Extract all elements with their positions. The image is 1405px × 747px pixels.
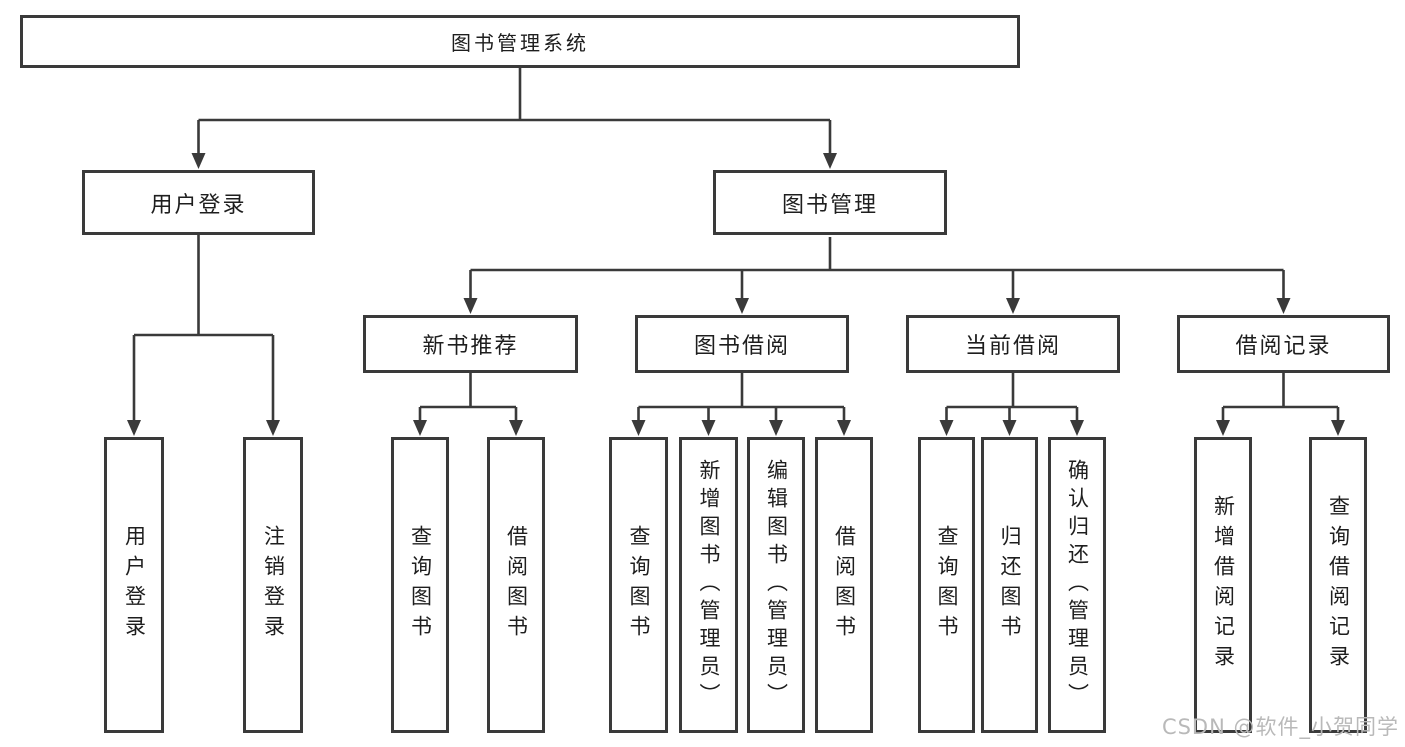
leaf-borrow-books-1: 借阅图书 [487,437,545,733]
node-label: 查询借阅记录 [1326,495,1351,675]
leaf-query-books-3: 查询图书 [918,437,975,733]
node-label: 注销登录 [261,525,286,645]
arrowhead [1216,420,1230,436]
node-current-borrowing: 当前借阅 [906,315,1120,373]
arrowhead [1070,420,1084,436]
node-label: 借阅图书 [832,525,857,645]
leaf-borrow-books-2: 借阅图书 [815,437,873,733]
leaf-query-books-1: 查询图书 [391,437,449,733]
node-book-management: 图书管理 [713,170,947,235]
arrowhead [191,153,206,169]
arrowhead [1006,298,1020,314]
leaf-logout: 注销登录 [243,437,303,733]
leaf-query-books-2: 查询图书 [609,437,668,733]
leaf-add-borrow-record: 新增借阅记录 [1194,437,1252,733]
node-label: 用户登录 [122,525,147,645]
node-user-login-branch: 用户登录 [82,170,315,235]
arrowhead [463,298,478,314]
arrowhead [769,420,783,436]
arrowhead [413,420,427,436]
node-label: 当前借阅 [964,334,1061,359]
node-label: 确认归还（管理员） [1065,459,1090,711]
node-label: 新书推荐 [422,334,519,359]
leaf-confirm-return-admin: 确认归还（管理员） [1048,437,1106,733]
connector-path [132,68,1340,421]
node-label: 借阅图书 [504,525,529,645]
leaf-return-books: 归还图书 [981,437,1038,733]
node-label: 查询图书 [935,525,959,645]
node-label: 图书借阅 [693,334,790,359]
node-new-book-recommend: 新书推荐 [363,315,578,373]
node-label: 查询图书 [627,525,651,645]
leaf-query-borrow-record: 查询借阅记录 [1309,437,1367,733]
arrowhead [1331,420,1345,436]
node-label: 查询图书 [408,525,433,645]
arrowhead [701,420,716,436]
node-book-borrowing: 图书借阅 [635,315,849,373]
node-label: 用户登录 [150,192,247,218]
arrowhead [1276,298,1291,314]
arrowhead [837,420,851,436]
arrowhead [127,420,141,436]
arrowhead [266,420,280,436]
node-borrow-records: 借阅记录 [1177,315,1390,373]
node-label: 编辑图书（管理员） [764,459,789,711]
arrowhead [735,298,749,314]
arrowhead [939,420,954,436]
arrowhead [823,153,837,169]
leaf-edit-books-admin: 编辑图书（管理员） [747,437,805,733]
arrowhead [631,420,646,436]
leaf-add-books-admin: 新增图书（管理员） [679,437,738,733]
node-label: 新增借阅记录 [1211,495,1236,675]
arrowhead [509,420,523,436]
csdn-watermark: CSDN @软件_小贺同学 [1161,715,1399,739]
node-label: 新增图书（管理员） [697,459,721,711]
arrowhead [1002,420,1017,436]
node-label: 图书管理 [781,192,878,218]
leaf-user-login: 用户登录 [104,437,164,733]
node-label: 归还图书 [998,525,1022,645]
node-library-system: 图书管理系统 [20,15,1020,68]
node-label: 借阅记录 [1235,334,1332,359]
node-label: 图书管理系统 [451,31,589,55]
